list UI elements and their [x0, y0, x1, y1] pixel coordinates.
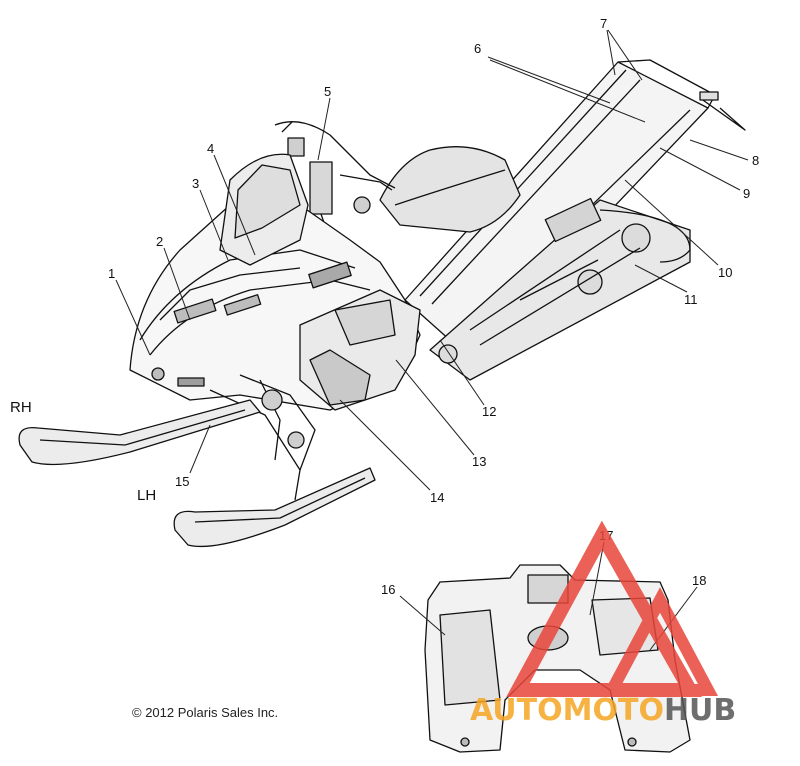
callout-10: 10 — [718, 265, 732, 280]
callout-14: 14 — [430, 490, 444, 505]
callout-16: 16 — [381, 582, 395, 597]
callout-11: 11 — [684, 292, 698, 307]
watermark-triangle-left — [506, 520, 703, 697]
callout-7: 7 — [600, 16, 607, 31]
rh-ski — [18, 399, 261, 466]
callout-6: 6 — [474, 41, 481, 56]
lh-label: LH — [137, 487, 156, 504]
callout-3: 3 — [192, 176, 199, 191]
callout-2: 2 — [156, 234, 163, 249]
watermark-text-auto: AUTOMOTO — [470, 693, 664, 728]
leader-lines — [115, 29, 749, 651]
side-panel — [299, 289, 421, 411]
handlebar-assembly — [274, 121, 396, 241]
callout-12: 12 — [482, 404, 496, 419]
callout-13: 13 — [472, 454, 486, 469]
callout-5: 5 — [324, 84, 331, 99]
callout-8: 8 — [752, 153, 759, 168]
lh-ski — [173, 467, 376, 548]
watermark-logo: AUTOMOTOHUB — [470, 520, 736, 728]
watermark-text-hub: HUB — [664, 693, 736, 728]
windshield — [219, 153, 309, 266]
front-suspension — [209, 374, 316, 501]
track-suspension — [429, 197, 691, 381]
callout-9: 9 — [743, 186, 750, 201]
copyright-text: © 2012 Polaris Sales Inc. — [132, 705, 278, 720]
watermark-triangle-right — [602, 587, 718, 696]
rh-label: RH — [10, 399, 32, 416]
callout-15: 15 — [175, 474, 189, 489]
snowmobile-illustration — [18, 59, 746, 548]
seat — [353, 146, 521, 233]
callout-18: 18 — [692, 573, 706, 588]
svg-text:AUTOMOTOHUB: AUTOMOTOHUB — [470, 693, 736, 728]
callout-1: 1 — [108, 266, 115, 281]
callout-4: 4 — [207, 141, 214, 156]
